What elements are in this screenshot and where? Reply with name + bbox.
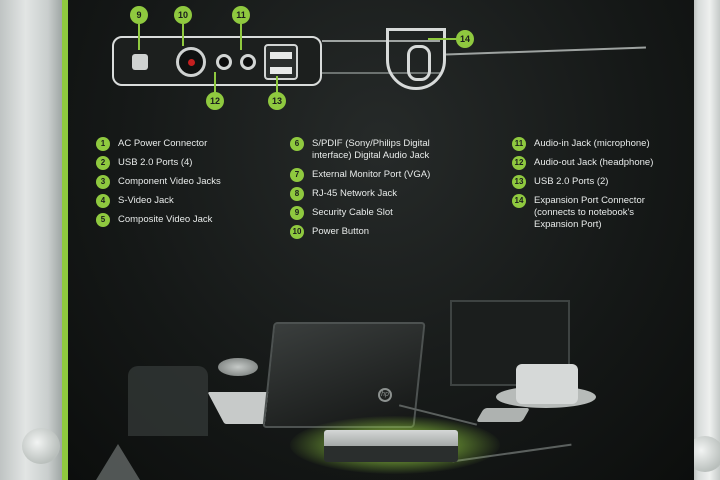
recycle-icon (96, 444, 140, 480)
mouse (218, 358, 258, 376)
callout-14: 14 (456, 30, 474, 48)
lock-icon (132, 54, 148, 70)
callout-10: 10 (174, 6, 192, 24)
headphone-icon (216, 54, 232, 70)
expansion-connector-illustration (386, 28, 446, 90)
port-strip-illustration (112, 36, 322, 86)
callout-11: 11 (232, 6, 250, 24)
plastic-clamshell-left (0, 0, 64, 480)
laptop-screen (262, 322, 426, 428)
callout-13: 13 (268, 92, 286, 110)
green-edge-left (62, 0, 68, 480)
docking-station-front (324, 446, 458, 462)
port-strip-tail (322, 40, 440, 74)
callout-12: 12 (206, 92, 224, 110)
callout-9: 9 (130, 6, 148, 24)
plastic-bump (22, 428, 60, 464)
chair-silhouette (128, 366, 208, 436)
phone-device (475, 408, 531, 422)
usb-icon (264, 44, 298, 80)
microphone-icon (240, 54, 256, 70)
hp-logo: hp (378, 388, 392, 402)
power-icon (176, 47, 206, 77)
monitor-stand (516, 364, 578, 404)
connector-cable (446, 46, 646, 56)
